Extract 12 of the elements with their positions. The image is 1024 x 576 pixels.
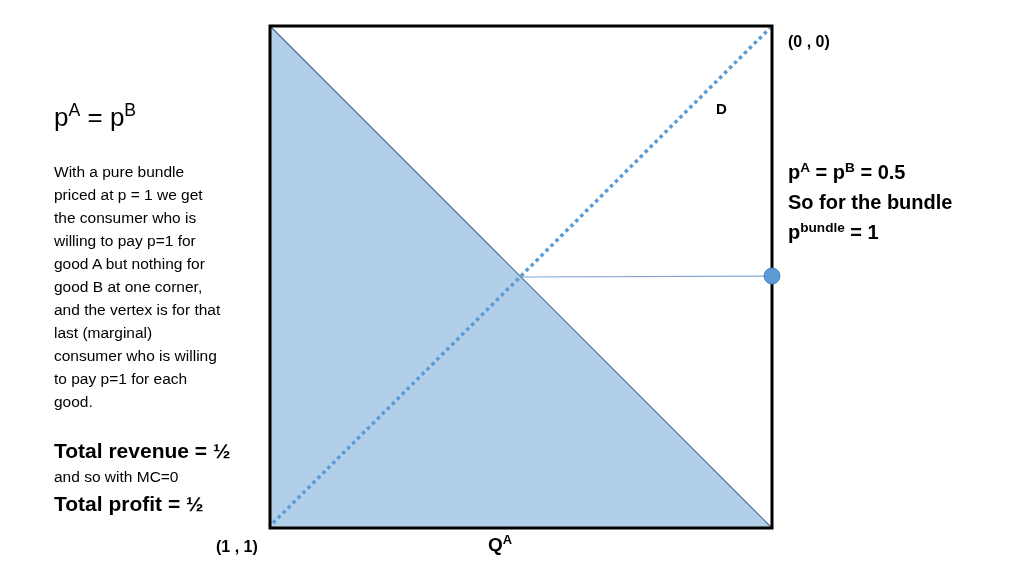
coordinate-label: (1 , 1): [216, 537, 258, 557]
coordinate-label: (0 , 0): [788, 32, 830, 52]
bundle-price-equation: p$^{bundle}$ = 1: [788, 220, 879, 244]
explanation-text: With a pure bundle priced at p = 1 we get the consumer who is willing to pay p=1 for good A but nothing for good B at one corner, and the vertex is for that last (marginal) consumer who is willing to pay p=1 for each good.: [54, 162, 222, 412]
total-profit-text: Total profit = ½: [54, 491, 204, 517]
price-equation: p$^{A}$ = p$^{B}$ = 0.5: [788, 160, 906, 184]
total-revenue-text: Total revenue = ½: [54, 438, 231, 464]
bundle-text: So for the bundle: [788, 190, 953, 214]
curve-label: D: [716, 100, 727, 118]
equation-heading: p$^{A}$ = p$^{B}$: [54, 102, 137, 134]
note-text: and so with MC=0: [54, 468, 179, 487]
axis-label: Q$^{A}$: [488, 534, 513, 557]
